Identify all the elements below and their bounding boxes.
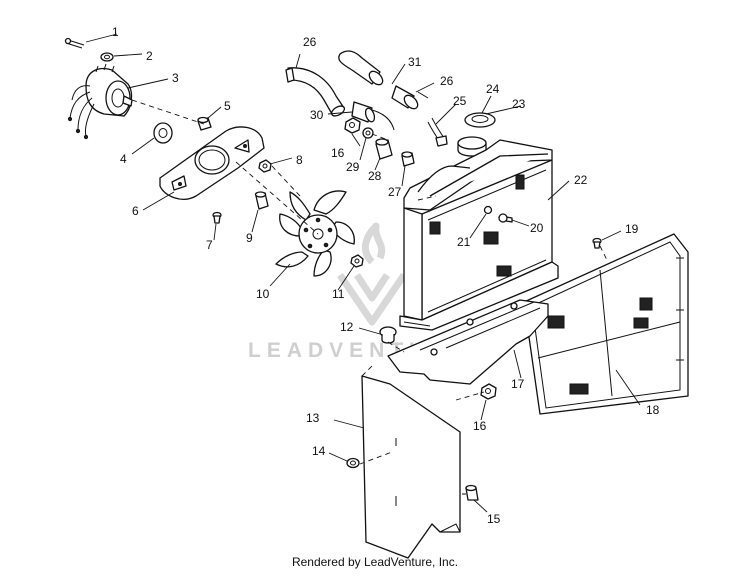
part-21-washer <box>483 205 493 215</box>
callout-2: 2 <box>146 49 153 63</box>
part-13-side-panel <box>361 375 461 559</box>
callout-23: 23 <box>512 97 526 111</box>
part-3-fan-motor <box>67 63 133 140</box>
leader-lines <box>85 33 641 513</box>
part-11-nut <box>350 254 364 268</box>
part-6-mounting-plate <box>159 126 265 200</box>
callout-numbers: 1 2 3 4 5 6 7 8 9 10 11 12 13 14 15 16 1… <box>112 25 660 526</box>
part-23-filler-neck <box>457 136 487 157</box>
callout-15: 15 <box>487 512 501 526</box>
callout-27: 27 <box>388 185 402 199</box>
part-7-screw <box>212 211 222 224</box>
part-16-nut-upper <box>344 117 361 134</box>
part-31-radiator-hose <box>338 50 384 86</box>
callout-1: 1 <box>112 25 119 39</box>
callout-16-lower: 16 <box>473 419 487 433</box>
part-20-bolt <box>498 213 513 223</box>
callout-18: 18 <box>646 403 660 417</box>
callout-26-left: 26 <box>303 35 317 49</box>
callout-12: 12 <box>340 320 354 334</box>
part-18-radiator-screen <box>523 233 689 415</box>
callout-24: 24 <box>486 82 500 96</box>
callout-28: 28 <box>368 169 382 183</box>
part-25-overflow-tube <box>427 117 448 147</box>
callout-29: 29 <box>346 160 360 174</box>
part-2-bushing <box>100 52 114 62</box>
callout-30: 30 <box>310 108 324 122</box>
callout-9: 9 <box>246 231 253 245</box>
callout-16-upper: 16 <box>331 146 345 160</box>
part-1-wire-clip <box>64 37 85 49</box>
callout-26-right: 26 <box>440 74 454 88</box>
part-8-nut <box>258 159 272 173</box>
part-19-screw <box>592 237 602 249</box>
callout-10: 10 <box>256 287 270 301</box>
callout-4: 4 <box>120 152 127 166</box>
part-17-support-bracket <box>387 299 549 385</box>
callout-22: 22 <box>574 173 588 187</box>
callout-31: 31 <box>408 55 422 69</box>
part-24-radiator-cap <box>464 112 496 128</box>
callout-7: 7 <box>206 238 213 252</box>
part-4-spacer <box>153 122 173 144</box>
callout-5: 5 <box>224 99 231 113</box>
callout-21: 21 <box>457 235 471 249</box>
callout-25: 25 <box>453 94 467 108</box>
callout-8: 8 <box>296 153 303 167</box>
part-29-washer <box>362 127 374 139</box>
callout-6: 6 <box>132 204 139 218</box>
part-12-grommet <box>379 326 397 344</box>
part-22-radiator <box>399 139 559 331</box>
part-26-hose-clamp-right <box>391 85 429 110</box>
part-30-hose-connector <box>351 101 395 131</box>
part-14-grommet <box>346 457 360 469</box>
part-27-spacer <box>401 151 415 167</box>
callout-14: 14 <box>312 444 326 458</box>
part-15-plug <box>465 484 479 501</box>
callout-3: 3 <box>172 71 179 85</box>
part-10-fan-blade <box>275 190 355 277</box>
part-16-nut-lower <box>480 383 497 400</box>
callout-11: 11 <box>332 287 345 301</box>
part-5-sleeve <box>197 116 212 131</box>
callout-13: 13 <box>306 411 320 425</box>
part-28-bushing <box>375 138 393 160</box>
part-9-spacer-sleeve <box>254 191 269 210</box>
callout-20: 20 <box>530 221 544 235</box>
footer-credit: Rendered by LeadVenture, Inc. <box>291 555 459 569</box>
callout-19: 19 <box>625 222 639 236</box>
callout-17: 17 <box>511 377 525 391</box>
